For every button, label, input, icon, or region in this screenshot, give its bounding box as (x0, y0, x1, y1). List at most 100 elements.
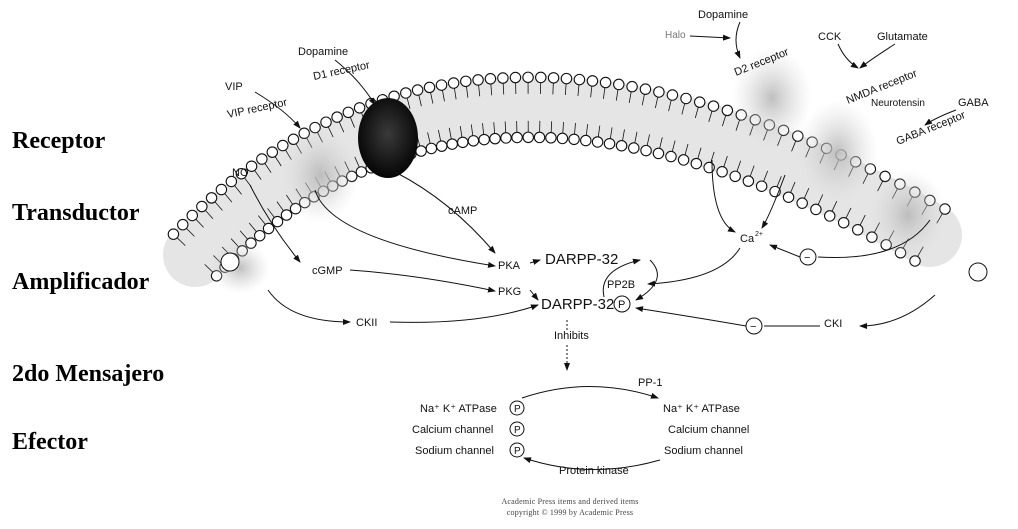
lipid-head (255, 230, 265, 240)
lipid-head (216, 184, 226, 194)
effector-left-1: Na⁺ K⁺ ATPase (420, 403, 497, 415)
lipid-head (667, 90, 677, 100)
lipid-head (691, 158, 701, 168)
lipid-head (343, 107, 353, 117)
lipid-head (281, 210, 291, 220)
lipid-head (666, 151, 676, 161)
pkg-label: PKG (498, 286, 521, 298)
dopamine-right-label: Dopamine (698, 9, 748, 21)
faint-ligand-label: Halo (665, 30, 686, 41)
svg-text:P: P (514, 404, 521, 415)
lipid-head (512, 132, 522, 142)
svg-text:Ca: Ca (740, 233, 755, 245)
svg-text:P: P (514, 446, 521, 457)
gaba-receptor-label: GABA receptor (895, 109, 968, 148)
lipid-head (424, 82, 434, 92)
lipid-head (783, 192, 793, 202)
lipid-head (561, 73, 571, 83)
lipid-head (401, 88, 411, 98)
lipid-head (536, 72, 546, 82)
vip-ligand-label: VIP (225, 81, 243, 93)
effector-right-3: Sodium channel (664, 445, 743, 457)
lipid-head (447, 139, 457, 149)
lipid-head (704, 162, 714, 172)
lipid-head (534, 132, 544, 142)
lipid-head (574, 74, 584, 84)
lipid-head (523, 132, 533, 142)
lipid-head (581, 135, 591, 145)
no-ligand-label: NO (232, 167, 249, 179)
gaba-receptor-protein (870, 169, 946, 261)
phospho-mark-darpp: P (614, 296, 630, 312)
phospho-mark-sodium: P (510, 443, 524, 457)
arrow-dopamine-d2 (736, 22, 740, 58)
svg-text:P: P (618, 299, 625, 311)
lipid-head (587, 76, 597, 86)
credit-line-2: copyright © 1999 by Academic Press (470, 507, 670, 518)
effector-right-1: Na⁺ K⁺ ATPase (663, 403, 740, 415)
lipid-head (206, 193, 216, 203)
lipid-head (825, 211, 835, 221)
arrow-ck2-darpp (390, 305, 538, 322)
phospho-mark-calcium: P (510, 422, 524, 436)
nmda-receptor-protein (798, 100, 878, 204)
darpp32-label: DARPP-32 (545, 251, 618, 268)
lipid-head (797, 198, 807, 208)
svg-text:−: − (750, 321, 756, 333)
lipid-head (600, 77, 610, 87)
lipid-head (548, 73, 558, 83)
lipid-head (546, 133, 556, 143)
lipid-head (437, 141, 447, 151)
lipid-head (604, 139, 614, 149)
ck1-label: CKI (824, 318, 842, 330)
lipid-head (168, 229, 178, 239)
pp1-label: PP-1 (638, 377, 662, 389)
lipid-head (510, 72, 520, 82)
lipid-head (412, 85, 422, 95)
arrow-calcium-pp2b (648, 248, 740, 284)
lipid-head (641, 145, 651, 155)
lipid-head (458, 137, 468, 147)
arrow-inhibit-calcium (770, 245, 800, 257)
lipid-head (267, 147, 277, 157)
lipid-head (490, 133, 500, 143)
vip-receptor-protein (282, 127, 358, 223)
inhibition-mark-ck1: − (746, 318, 762, 334)
lipid-head (730, 171, 740, 181)
credit-line-1: Academic Press items and derived items (470, 496, 670, 507)
d1-receptor-label: D1 receptor (312, 59, 371, 83)
cck-ligand-label: CCK (818, 31, 842, 43)
lipid-head (416, 146, 426, 156)
gaba-ligand-label: GABA (958, 97, 989, 109)
svg-text:P: P (514, 425, 521, 436)
lipid-head (473, 75, 483, 85)
arrow-ck2-in (268, 290, 350, 322)
lipid-head (614, 79, 624, 89)
lipid-head (479, 134, 489, 144)
lipid-head (743, 176, 753, 186)
lipid-head (187, 210, 197, 220)
dopamine-left-label: Dopamine (298, 46, 348, 58)
glutamate-ligand-label: Glutamate (877, 31, 928, 43)
lipid-head (257, 154, 267, 164)
lipid-head (654, 87, 664, 97)
d1-receptor-protein (358, 98, 418, 178)
lipid-head (653, 148, 663, 158)
lipid-head (523, 72, 533, 82)
protein-kinase-label: Protein kinase (559, 465, 629, 477)
lipid-head (629, 143, 639, 153)
lipid-head (681, 93, 691, 103)
pka-label: PKA (498, 260, 521, 272)
lipid-head (321, 117, 331, 127)
lipid-head (498, 73, 508, 83)
arrow-gaba-ck1 (860, 295, 935, 326)
copyright-credit: Academic Press items and derived items c… (470, 496, 670, 518)
lipid-head (272, 216, 282, 226)
effector-right-2: Calcium channel (668, 424, 749, 436)
svg-text:−: − (804, 252, 810, 264)
lipid-head (717, 167, 727, 177)
guanylyl-cyclase-protein (210, 242, 270, 294)
inhibition-mark-calcium: − (800, 249, 816, 265)
